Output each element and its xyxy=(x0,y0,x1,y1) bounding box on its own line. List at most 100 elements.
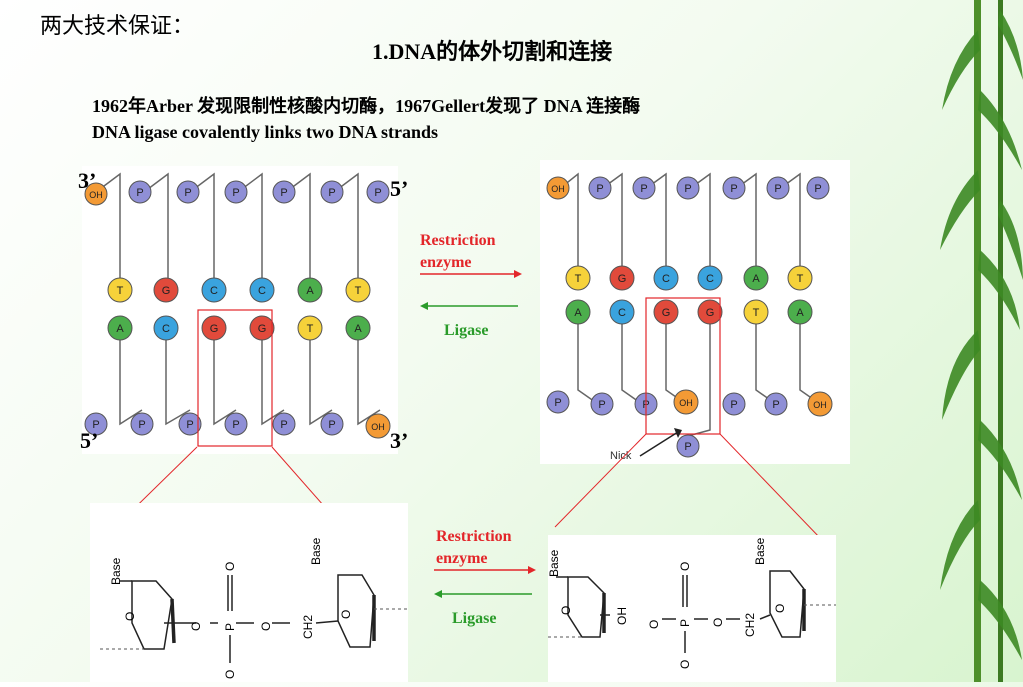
base-label-left: Base xyxy=(109,557,123,585)
chem-left-structure: Base Base O O P O O CH2 O O xyxy=(100,537,408,679)
ligase-label-bottom: Ligase xyxy=(452,610,497,627)
base-A: A xyxy=(743,265,769,291)
phosphate-node: P xyxy=(766,176,790,200)
base-T: T xyxy=(107,277,133,303)
label-3prime-top-left: 3’ xyxy=(78,168,97,193)
svg-text:P: P xyxy=(814,183,821,195)
phosphate-node: P xyxy=(546,390,570,414)
oh-label: OH xyxy=(615,607,629,625)
svg-text:C: C xyxy=(662,273,670,285)
svg-text:G: G xyxy=(258,323,267,335)
phosphate-node: P xyxy=(366,180,390,204)
nick-label: Nick xyxy=(610,450,632,462)
oh-node: OH xyxy=(807,391,833,417)
restriction-enzyme-label-bottom: Restriction enzyme xyxy=(436,528,512,567)
base-A: A xyxy=(107,315,133,341)
svg-text:A: A xyxy=(752,273,760,285)
svg-text:A: A xyxy=(574,307,582,319)
svg-text:OH: OH xyxy=(679,398,693,408)
phosphate-node: P xyxy=(128,180,152,204)
base-G: G xyxy=(201,315,227,341)
svg-text:A: A xyxy=(306,285,314,297)
label-5prime-top-right: 5’ xyxy=(390,176,409,201)
minus-o-label: O xyxy=(223,670,237,679)
svg-text:G: G xyxy=(618,273,627,285)
ligase-description: DNA ligase covalently links two DNA stra… xyxy=(92,122,439,142)
nick-arrow-icon xyxy=(674,428,682,438)
slide-title: 1.DNA的体外切割和连接 xyxy=(372,39,613,64)
base-T: T xyxy=(743,299,769,325)
oh-node: OH xyxy=(546,176,570,200)
chem-left-panel: Base Base O O P O O CH2 O O xyxy=(90,503,408,682)
arrow-right-icon xyxy=(528,566,536,574)
svg-text:P: P xyxy=(774,183,781,195)
chem-right-structure: Base Base O OH O P O O CH2 O O xyxy=(547,537,836,669)
phosphate-node: P xyxy=(764,392,788,416)
svg-text:P: P xyxy=(328,187,335,199)
minus-o-label: O xyxy=(678,660,692,669)
phosphorus-label: P xyxy=(678,619,692,627)
svg-text:P: P xyxy=(598,399,605,411)
svg-text:P: P xyxy=(232,419,239,431)
base-C: C xyxy=(697,265,723,291)
svg-text:OH: OH xyxy=(551,184,565,194)
base-T: T xyxy=(345,277,371,303)
base-A: A xyxy=(345,315,371,341)
svg-text:T: T xyxy=(575,273,582,285)
base-A: A xyxy=(297,277,323,303)
arrow-right-icon xyxy=(514,270,522,278)
base-label-left: Base xyxy=(548,549,561,577)
ring-o-right: O xyxy=(339,610,353,619)
base-G: G xyxy=(249,315,275,341)
phosphate-node: P xyxy=(272,180,296,204)
base-T: T xyxy=(565,265,591,291)
svg-text:T: T xyxy=(307,323,314,335)
phosphate-node: P xyxy=(676,176,700,200)
phosphate-node: P xyxy=(588,176,612,200)
base-label-right: Base xyxy=(309,537,323,565)
highlight-box-right xyxy=(645,297,721,435)
ch2-label: CH2 xyxy=(743,613,757,637)
phosphorus-label: P xyxy=(223,623,237,631)
svg-text:P: P xyxy=(186,419,193,431)
phosphate-node: P xyxy=(722,392,746,416)
svg-text:P: P xyxy=(730,183,737,195)
base-C: C xyxy=(609,299,635,325)
bamboo-decoration xyxy=(940,0,1023,682)
base-G: G xyxy=(653,299,679,325)
phosphate-node: P xyxy=(590,392,614,416)
svg-text:P: P xyxy=(554,397,561,409)
base-G: G xyxy=(609,265,635,291)
base-C: C xyxy=(153,315,179,341)
phosphate-node: P xyxy=(272,412,296,436)
ester-o-right: O xyxy=(711,618,725,627)
section-heading: 两大技术保证： xyxy=(40,14,195,39)
double-bond-o: O xyxy=(223,562,237,571)
svg-text:C: C xyxy=(258,285,266,297)
phosphate-node: P xyxy=(176,180,200,204)
restriction-enzyme-label-top: Restriction enzyme xyxy=(420,232,496,271)
phosphate-node: P xyxy=(84,412,108,436)
ring-o-right: O xyxy=(773,604,787,613)
svg-text:A: A xyxy=(354,323,362,335)
svg-text:P: P xyxy=(730,399,737,411)
arrow-left-icon xyxy=(420,302,428,310)
svg-text:P: P xyxy=(640,183,647,195)
phosphate-node: P xyxy=(320,412,344,436)
base-label-right: Base xyxy=(753,537,767,565)
ester-o-left: O xyxy=(647,620,661,629)
svg-text:P: P xyxy=(232,187,239,199)
highlight-box xyxy=(197,309,273,447)
ester-o-left: O xyxy=(189,622,203,631)
svg-text:P: P xyxy=(280,419,287,431)
svg-text:C: C xyxy=(162,323,170,335)
svg-text:T: T xyxy=(355,285,362,297)
history-text: 1962年Arber 发现限制性核酸内切酶，1967Gellert发现了 DNA… xyxy=(92,96,641,116)
arrows-top xyxy=(420,270,522,310)
chem-right-panel: Base Base O OH O P O O CH2 O O xyxy=(547,535,836,682)
ring-o-left: O xyxy=(123,612,137,621)
phosphate-node: P xyxy=(130,412,154,436)
